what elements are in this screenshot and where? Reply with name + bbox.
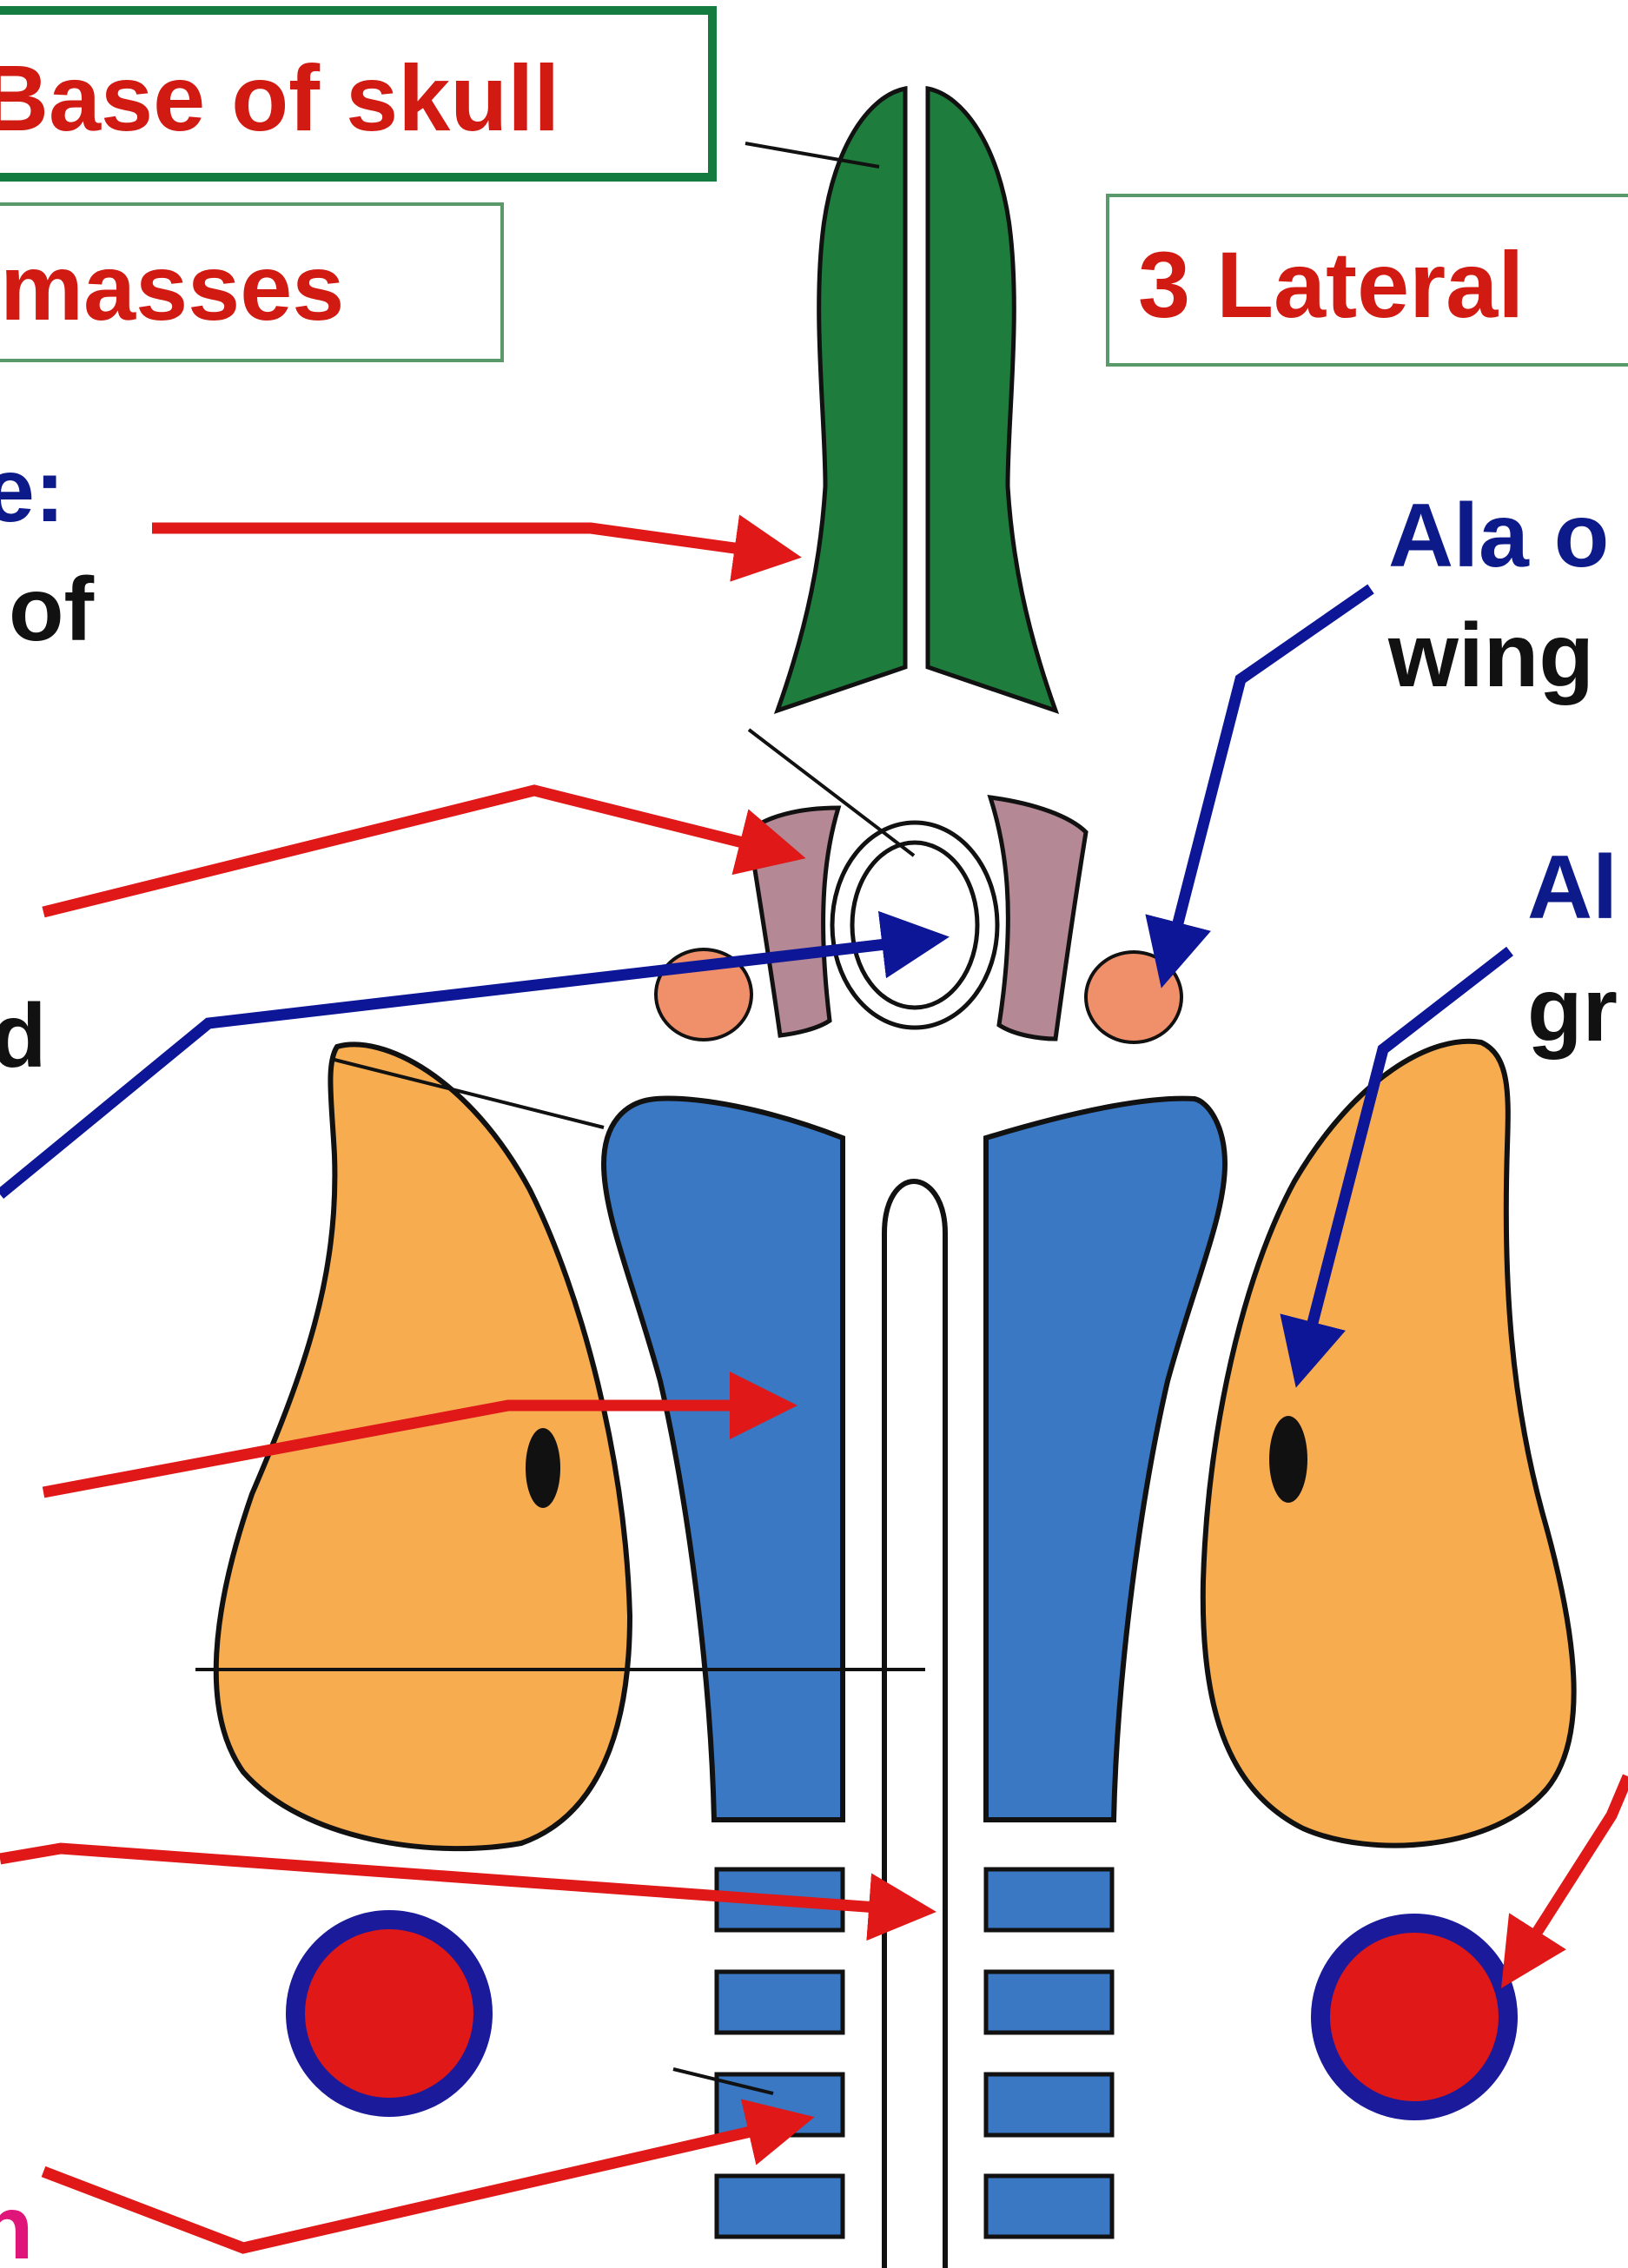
blue-arrow-ala bbox=[1164, 589, 1371, 977]
orange-mass-left-dot bbox=[526, 1428, 560, 1508]
central-canal bbox=[884, 1181, 945, 2268]
segment-block-right-3 bbox=[986, 2074, 1112, 2135]
base-of-skull-left-shape bbox=[778, 89, 905, 711]
bottom-left-fragment: n bbox=[0, 2178, 34, 2268]
red-circle-right bbox=[1320, 1923, 1508, 2111]
right-al-label: Al bbox=[1527, 837, 1618, 938]
segment-block-right-2 bbox=[986, 1972, 1112, 2033]
base-of-skull-label: Base of skull bbox=[0, 45, 559, 150]
right-wing-label: wing bbox=[1387, 605, 1594, 706]
red-arrow-pink-element bbox=[43, 790, 795, 912]
segment-block-right-4 bbox=[986, 2176, 1112, 2237]
red-arrow-segment-block bbox=[43, 2119, 804, 2248]
ring-inner bbox=[852, 843, 977, 1008]
orange-mass-right bbox=[1203, 1041, 1574, 1846]
left-of-label: of bbox=[9, 559, 95, 660]
orange-mass-right-dot bbox=[1269, 1416, 1307, 1503]
left-e-label: e: bbox=[0, 440, 64, 541]
blue-column-right bbox=[986, 1099, 1225, 1820]
segment-block-left-4 bbox=[717, 2176, 843, 2237]
lateral-label: 3 Lateral bbox=[1138, 232, 1524, 337]
right-ala-o-label: Ala o bbox=[1388, 486, 1609, 586]
base-of-skull-right-shape bbox=[928, 89, 1056, 711]
red-arrow-base-of-skull bbox=[152, 528, 791, 556]
masses-label: masses bbox=[0, 235, 344, 340]
segment-block-left-2 bbox=[717, 1972, 843, 2033]
blue-column-left bbox=[604, 1099, 843, 1820]
right-gr-label: gr bbox=[1527, 960, 1618, 1061]
left-d-label: d bbox=[0, 986, 47, 1087]
red-circle-left bbox=[295, 1920, 483, 2107]
pink-element-right bbox=[990, 797, 1086, 1039]
segment-block-right-1 bbox=[986, 1869, 1112, 1930]
